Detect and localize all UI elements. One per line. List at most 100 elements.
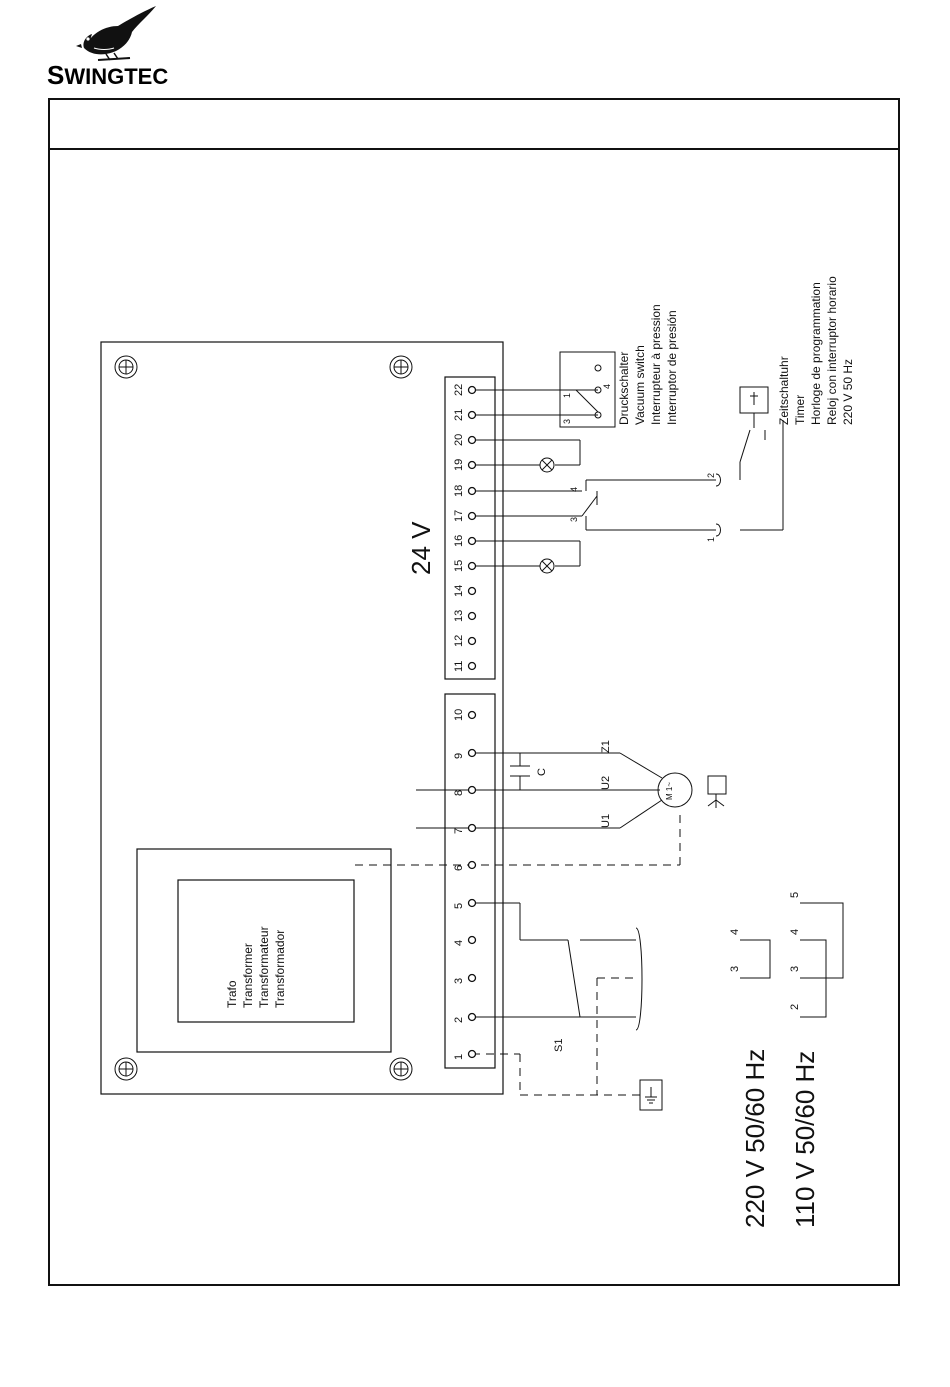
terminal-label-11: 11	[453, 661, 465, 672]
relay-contact-4: 4	[569, 487, 579, 492]
terminal-17	[467, 511, 477, 521]
svg-text:Zeitschaltuhr: Zeitschaltuhr	[777, 356, 791, 425]
ground-icon	[645, 1087, 657, 1104]
terminal-label-18: 18	[453, 485, 465, 497]
terminal-9	[467, 748, 477, 758]
jumper-220-4: 4	[729, 929, 741, 935]
terminal-label-8: 8	[453, 790, 465, 796]
control-board	[100, 341, 504, 1095]
terminal-19	[467, 460, 477, 470]
motor-label: M 1~	[665, 782, 674, 800]
pressure-contact-4: 4	[602, 384, 612, 389]
terminal-12	[467, 636, 477, 646]
bird-logo-icon	[76, 6, 156, 61]
terminal-label-12: 12	[453, 635, 465, 647]
terminal-label-7: 7	[453, 828, 465, 834]
fan-icon	[707, 794, 725, 808]
terminal-label-16: 16	[453, 535, 465, 547]
terminal-3	[467, 973, 477, 983]
terminal-label-5: 5	[453, 903, 465, 909]
terminal-label-19: 19	[453, 459, 465, 471]
svg-text:Transformateur: Transformateur	[257, 926, 271, 1008]
header-divider	[48, 148, 900, 150]
brand-name: SWINGTEC	[47, 60, 169, 90]
terminal-label-3: 3	[453, 978, 465, 984]
terminal-10	[467, 710, 477, 720]
mounting-hole-icon	[114, 1057, 138, 1081]
mains-220v-label: 220 V 50/60 Hz	[740, 1049, 770, 1228]
terminal-14	[467, 586, 477, 596]
transformer-outer	[136, 848, 392, 1053]
terminal-label-9: 9	[453, 753, 465, 759]
mounting-hole-icon	[389, 355, 413, 379]
pressure-contact-1: 1	[562, 393, 572, 398]
mounting-hole-icon	[389, 1057, 413, 1081]
terminal-label-4: 4	[453, 940, 465, 946]
mounting-hole-icon	[114, 355, 138, 379]
lamp-icon	[539, 457, 555, 473]
terminal-21	[467, 410, 477, 420]
terminal-label-14: 14	[453, 585, 465, 597]
jumper-110-4: 4	[789, 929, 801, 935]
terminal-label-20: 20	[453, 434, 465, 446]
svg-text:Vacuum switch: Vacuum switch	[633, 345, 647, 425]
jumper-110-2: 2	[789, 1004, 801, 1010]
terminal-label-17: 17	[453, 510, 465, 522]
switch-s1-label: S1	[553, 1039, 565, 1052]
terminal-6	[467, 860, 477, 870]
capacitor-label: C	[536, 768, 548, 776]
terminal-11	[467, 661, 477, 671]
terminal-label-10: 10	[453, 709, 465, 721]
terminal-block-high	[444, 693, 496, 1069]
terminal-5	[467, 898, 477, 908]
terminal-13	[467, 611, 477, 621]
svg-text:Horloge de programmation: Horloge de programmation	[809, 282, 823, 425]
terminal-22	[467, 385, 477, 395]
timer-labels: Zeitschaltuhr Timer Horloge de programma…	[777, 276, 855, 425]
svg-text:Trafo: Trafo	[225, 980, 239, 1008]
svg-text:Timer: Timer	[793, 395, 807, 425]
page-frame	[48, 98, 900, 1286]
motor-u1-label: U1	[600, 814, 612, 828]
transformer-labels: Trafo Transformer Transformateur Transfo…	[225, 926, 287, 1008]
svg-text:Transformer: Transformer	[241, 943, 255, 1008]
pressure-switch-labels: Druckschalter Vacuum switch Interrupteur…	[617, 304, 679, 425]
motor-symbol	[657, 772, 693, 808]
terminal-label-21: 21	[453, 409, 465, 421]
terminal-block-low	[444, 376, 496, 680]
terminal-label-13: 13	[453, 610, 465, 622]
terminal-18	[467, 486, 477, 496]
terminal-label-6: 6	[453, 865, 465, 871]
terminal-4	[467, 935, 477, 945]
terminal-label-2: 2	[453, 1017, 465, 1023]
timer-contact-2: 2	[706, 473, 716, 478]
clock-icon	[750, 392, 758, 405]
motor-u2-label: U2	[600, 776, 612, 790]
transformer-inner	[177, 879, 355, 1023]
svg-text:Reloj con interruptor horario: Reloj con interruptor horario	[825, 276, 839, 425]
fan-box	[707, 775, 727, 795]
terminal-8	[467, 785, 477, 795]
motor-z1-label: Z1	[600, 740, 612, 753]
relay-contact-3: 3	[569, 517, 579, 522]
lamp-icon	[539, 558, 555, 574]
terminal-16	[467, 536, 477, 546]
svg-text:220 V 50 Hz: 220 V 50 Hz	[841, 359, 855, 425]
terminal-15	[467, 561, 477, 571]
voltage-24v-label: 24 V	[406, 521, 436, 575]
terminal-2	[467, 1012, 477, 1022]
svg-text:Interrupteur à pression: Interrupteur à pression	[649, 304, 663, 425]
terminal-label-15: 15	[453, 560, 465, 572]
timer-contact-1: 1	[706, 537, 716, 542]
jumper-110-5: 5	[789, 892, 801, 898]
jumper-110-3: 3	[789, 966, 801, 972]
mains-110v-label: 110 V 50/60 Hz	[790, 1051, 820, 1228]
terminal-7	[467, 823, 477, 833]
pressure-contact-3: 3	[562, 419, 572, 424]
svg-text:Interruptor de presión: Interruptor de presión	[665, 310, 679, 425]
terminal-label-1: 1	[453, 1054, 465, 1060]
jumper-220-3: 3	[729, 966, 741, 972]
svg-text:Transformador: Transformador	[273, 930, 287, 1008]
terminal-label-22: 22	[453, 384, 465, 396]
